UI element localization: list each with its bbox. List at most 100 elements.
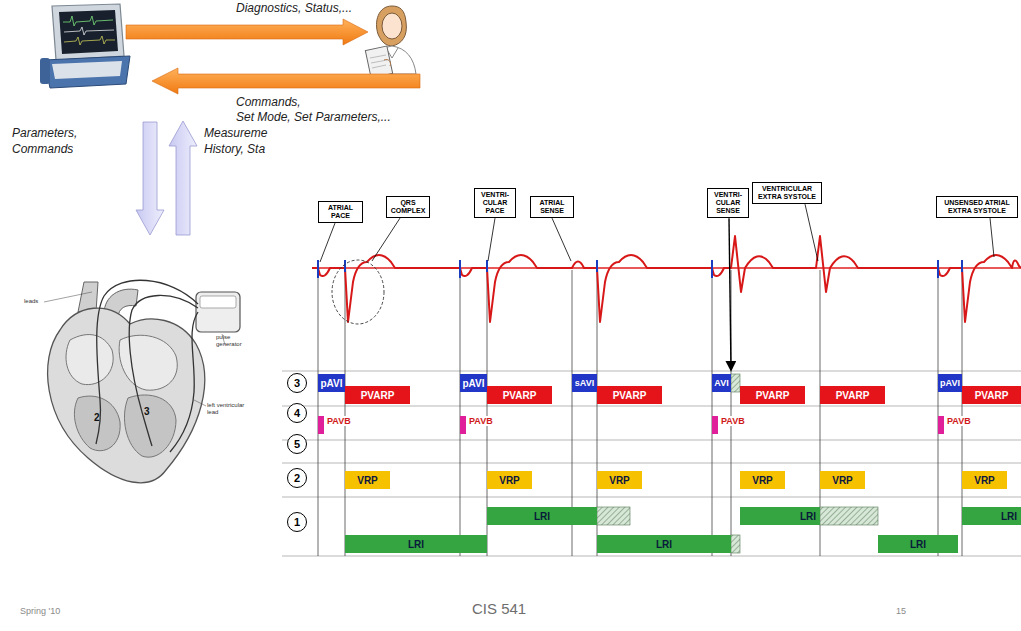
timing-interval-bar: pAVI <box>938 374 962 392</box>
blanking-marker <box>460 416 466 434</box>
timing-interval-bar: AVI <box>712 374 731 392</box>
callout-box: ATRIAL SENSE <box>530 196 574 218</box>
interval-label: PAVB <box>946 416 972 426</box>
row-number: 1 <box>287 512 307 532</box>
interval-label: AVI <box>714 378 728 388</box>
timing-interval-bar: VRP <box>820 471 865 489</box>
interval-label: PAVB <box>468 416 494 426</box>
timing-interval-bar: LRI <box>487 507 597 525</box>
timing-interval-bar: LRI <box>740 507 820 525</box>
interval-label: LRI <box>910 539 926 550</box>
interval-label: pAVI <box>320 378 342 389</box>
footer-text: Spring '10 <box>20 606 60 616</box>
ecg-waveform <box>312 236 1021 322</box>
timing-interval-bar: VRP <box>962 471 1007 489</box>
timing-interval-bar: VRP <box>345 471 390 489</box>
arrow-label: Diagnostics, Status,... <box>236 2 352 16</box>
programmer-device <box>40 4 130 88</box>
callout-number: 3 <box>294 377 300 389</box>
callout-box: UNSENSED ATRIAL EXTRA SYSTOLE <box>936 196 1018 218</box>
blanking-marker <box>318 416 324 434</box>
callout-number: 2 <box>94 412 100 424</box>
footer-text: CIS 541 <box>472 600 526 617</box>
arrow-label: Measureme <box>204 127 267 141</box>
interval-label: VENTRICULAR EXTRA SYSTOLE <box>755 185 819 201</box>
interval-label: PVARP <box>836 390 870 401</box>
qrs-highlight <box>332 260 384 324</box>
timing-interval-bar: pAVI <box>318 374 345 392</box>
arrow-label: Commands <box>12 143 73 157</box>
timing-interval-bar: VRP <box>597 471 642 489</box>
interval-label: VENTRI- CULAR PACE <box>477 191 513 215</box>
timing-interval-bar: PVARP <box>820 386 885 404</box>
callout-number: 3 <box>144 406 150 418</box>
interval-label: pAVI <box>940 378 960 388</box>
blanking-interval: PAVB <box>938 416 980 434</box>
blanking-marker <box>938 416 944 434</box>
row-number: 3 <box>287 373 307 393</box>
timing-interval-bar: LRI <box>878 535 958 553</box>
interval-label: PVARP <box>503 390 537 401</box>
part-name: pulse generator <box>216 334 246 348</box>
timing-interval-bar: VRP <box>740 471 785 489</box>
interval-label: LRI <box>408 539 424 550</box>
event-lines <box>318 270 962 556</box>
callout-box: QRS COMPLEX <box>386 196 430 218</box>
callout-number: 2 <box>294 472 300 484</box>
interval-label: PAVB <box>326 416 352 426</box>
interval-label: LRI <box>534 511 550 522</box>
timing-interval-bar: LRI <box>597 535 731 553</box>
heart-illustration <box>44 280 240 483</box>
interval-label: LRI <box>800 511 816 522</box>
blanking-interval: PAVB <box>460 416 502 434</box>
interval-label: UNSENSED ATRIAL EXTRA SYSTOLE <box>939 199 1015 215</box>
leader-line <box>372 218 400 261</box>
interval-label: VRP <box>499 475 520 486</box>
interval-label: PVARP <box>613 390 647 401</box>
callout-box: VENTRI- CULAR PACE <box>474 188 516 218</box>
interval-label: sAVI <box>575 378 594 388</box>
timing-interval-bar: PVARP <box>740 386 805 404</box>
row-number: 4 <box>287 403 307 423</box>
pace-spikes <box>318 260 962 278</box>
interval-label: ATRIAL PACE <box>321 204 360 220</box>
blanking-interval: PAVB <box>712 416 754 434</box>
physician-figure <box>365 6 416 78</box>
interval-label: VRP <box>752 475 773 486</box>
interval-label: pAVI <box>462 378 484 389</box>
interval-label: ATRIAL SENSE <box>533 199 571 215</box>
leader-line <box>488 218 495 261</box>
timing-interval-bar: VRP <box>487 471 532 489</box>
row-number: 5 <box>287 434 307 454</box>
arrow-label: Parameters, <box>12 127 77 141</box>
timing-interval-bar: sAVI <box>572 374 597 392</box>
leader-line <box>990 218 994 257</box>
timing-interval-bar: PVARP <box>487 386 552 404</box>
downlink-arrow <box>136 122 164 235</box>
arrow-label: Set Mode, Set Parameters,... <box>236 111 391 125</box>
callout-box: VENTRI- CULAR SENSE <box>707 188 749 218</box>
leader-line <box>552 218 571 261</box>
timing-interval-bar: LRI <box>345 535 487 553</box>
timing-interval-bar: pAVI <box>460 374 487 392</box>
leader-line <box>320 223 335 262</box>
blanking-marker <box>712 416 718 434</box>
interval-label: PVARP <box>361 390 395 401</box>
callout-box: ATRIAL PACE <box>318 201 363 223</box>
part-name: left ventricular lead <box>207 402 251 416</box>
timing-interval-bar: PVARP <box>345 386 410 404</box>
interval-label: LRI <box>1001 511 1017 522</box>
interval-label: PVARP <box>756 390 790 401</box>
timing-interval-bar: LRI <box>962 507 1021 525</box>
interval-label: VRP <box>832 475 853 486</box>
row-number: 2 <box>287 468 307 488</box>
callout-number: 5 <box>294 438 300 450</box>
leader-line <box>805 204 818 261</box>
interval-label: LRI <box>656 539 672 550</box>
interval-label: VENTRI- CULAR SENSE <box>710 191 746 215</box>
callout-box: VENTRICULAR EXTRA SYSTOLE <box>752 182 822 204</box>
blanking-interval: PAVB <box>318 416 360 434</box>
uplink-arrow <box>169 121 197 235</box>
